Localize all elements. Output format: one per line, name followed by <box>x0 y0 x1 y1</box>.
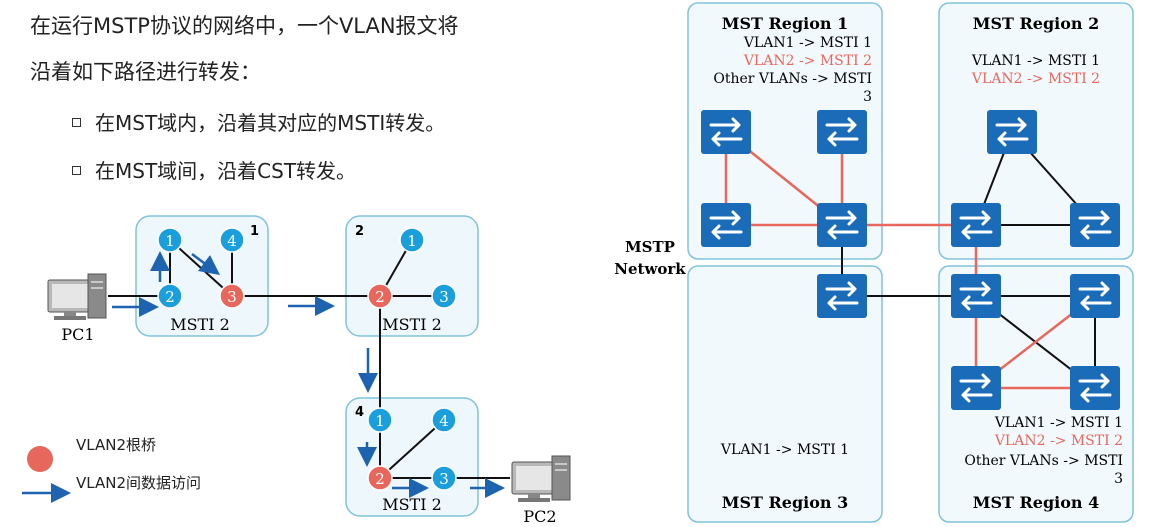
node-b2-2-root: 2 <box>367 283 393 309</box>
switch-icon <box>949 364 1003 412</box>
region4-map-2: VLAN2 -> MSTI 2 <box>994 433 1123 449</box>
svg-text:3: 3 <box>439 288 449 306</box>
flow-arrow <box>191 253 220 275</box>
switch-icon <box>1068 201 1122 249</box>
mst-region-3 <box>687 265 883 523</box>
mst-regions-diagram: MST Region 1 VLAN1 -> MSTI 1 VLAN2 -> MS… <box>614 2 1134 523</box>
bullet-item-2: 在MST域间，沿着CST转发。 <box>72 158 356 184</box>
bullet-text-2: 在MST域间，沿着CST转发。 <box>95 159 357 183</box>
pc2-icon <box>511 455 571 502</box>
network-label-line-2: Network <box>614 260 686 278</box>
node-b3-3: 3 <box>431 465 457 491</box>
region1-map-1: VLAN1 -> MSTI 1 <box>743 35 872 51</box>
switch-icon <box>1068 272 1122 320</box>
switch-icon <box>815 272 869 320</box>
node-b1-1: 1 <box>157 227 183 253</box>
node-b3-4: 4 <box>431 407 457 433</box>
switch-icon <box>1068 364 1122 412</box>
mst-region-4 <box>938 265 1134 523</box>
pc1-icon <box>47 273 107 320</box>
node-b2-3: 3 <box>431 283 457 309</box>
box-number-2: 2 <box>355 224 364 239</box>
region1-map-3b: 3 <box>863 89 872 105</box>
legend-root-label: VLAN2根桥 <box>76 436 156 454</box>
intro-line-2: 沿着如下路径进行转发： <box>30 60 261 84</box>
box-label-2: MSTI 2 <box>382 315 442 334</box>
svg-text:3: 3 <box>227 288 237 306</box>
region4-map-1: VLAN1 -> MSTI 1 <box>994 415 1123 431</box>
box-number-3: 4 <box>355 405 364 420</box>
bullet-item-1: 在MST域内，沿着其对应的MSTI转发。 <box>72 110 445 136</box>
switch-icon <box>699 201 753 249</box>
switch-icon <box>815 108 869 156</box>
switch-icon <box>815 201 869 249</box>
region4-map-3: Other VLANs -> MSTI <box>964 453 1123 469</box>
svg-text:3: 3 <box>439 470 449 488</box>
node-b1-2: 2 <box>157 283 183 309</box>
switch-icon <box>985 108 1039 156</box>
node-b1-3-root: 3 <box>219 283 245 309</box>
svg-text:2: 2 <box>375 288 385 306</box>
node-b1-4: 4 <box>219 227 245 253</box>
box-label-1: MSTI 2 <box>170 315 230 334</box>
region3-title: MST Region 3 <box>722 493 849 512</box>
legend-path-label: VLAN2间数据访问 <box>76 474 201 492</box>
box-label-3: MSTI 2 <box>382 495 442 514</box>
pc1-label: PC1 <box>61 325 94 344</box>
bullet-text-1: 在MST域内，沿着其对应的MSTI转发。 <box>95 111 446 135</box>
switch-icon <box>949 201 1003 249</box>
svg-text:4: 4 <box>439 412 449 430</box>
bullet-square-icon <box>72 118 81 127</box>
pc2-label: PC2 <box>523 507 556 526</box>
region2-title: MST Region 2 <box>973 14 1100 33</box>
svg-text:1: 1 <box>375 412 385 430</box>
switch-icon <box>949 272 1003 320</box>
svg-text:1: 1 <box>165 232 175 250</box>
region4-map-3b: 3 <box>1114 471 1123 487</box>
region1-map-2: VLAN2 -> MSTI 2 <box>743 53 872 69</box>
region1-map-3: Other VLANs -> MSTI <box>713 71 872 87</box>
region2-map-2: VLAN2 -> MSTI 2 <box>971 71 1100 87</box>
bullet-square-icon <box>72 166 81 175</box>
region1-title: MST Region 1 <box>722 14 849 33</box>
node-b2-1: 1 <box>399 227 425 253</box>
svg-text:2: 2 <box>165 288 175 306</box>
box-number-1: 1 <box>250 224 259 239</box>
region4-title: MST Region 4 <box>973 493 1100 512</box>
svg-text:4: 4 <box>227 232 237 250</box>
mst-region-1 <box>687 2 883 260</box>
node-b3-1: 1 <box>367 407 393 433</box>
region2-map-1: VLAN1 -> MSTI 1 <box>971 53 1100 69</box>
intro-line-1: 在运行MSTP协议的网络中，一个VLAN报文将 <box>30 14 459 38</box>
msti-path-diagram: 1 2 4 1 4 2 3 1 2 <box>22 215 571 526</box>
region3-map-1: VLAN1 -> MSTI 1 <box>720 442 849 458</box>
svg-text:1: 1 <box>407 232 417 250</box>
network-label-line-1: MSTP <box>625 238 675 256</box>
switch-icon <box>699 108 753 156</box>
legend-root-icon <box>27 446 53 472</box>
node-b3-2-root: 2 <box>367 465 393 491</box>
svg-text:2: 2 <box>375 470 385 488</box>
